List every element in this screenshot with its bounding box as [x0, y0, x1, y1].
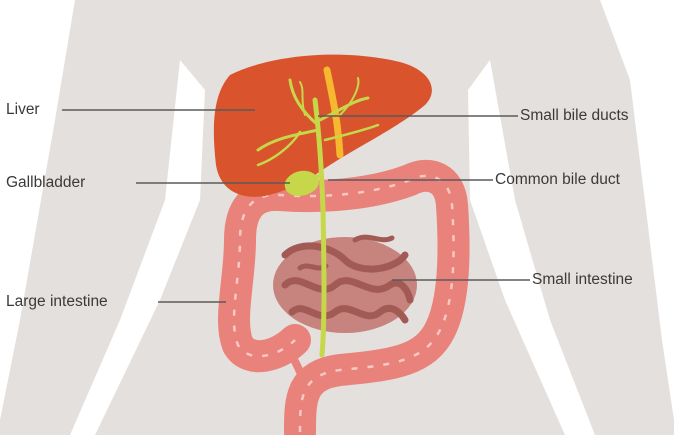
common-bile-duct-label: Common bile duct: [495, 171, 620, 189]
small-intestine-label: Small intestine: [532, 271, 633, 289]
small-bile-ducts-label: Small bile ducts: [520, 107, 629, 125]
liver-label: Liver: [6, 101, 40, 119]
gallbladder-label: Gallbladder: [6, 174, 85, 192]
large-intestine-label: Large intestine: [6, 293, 108, 311]
small-intestine: [273, 237, 417, 333]
